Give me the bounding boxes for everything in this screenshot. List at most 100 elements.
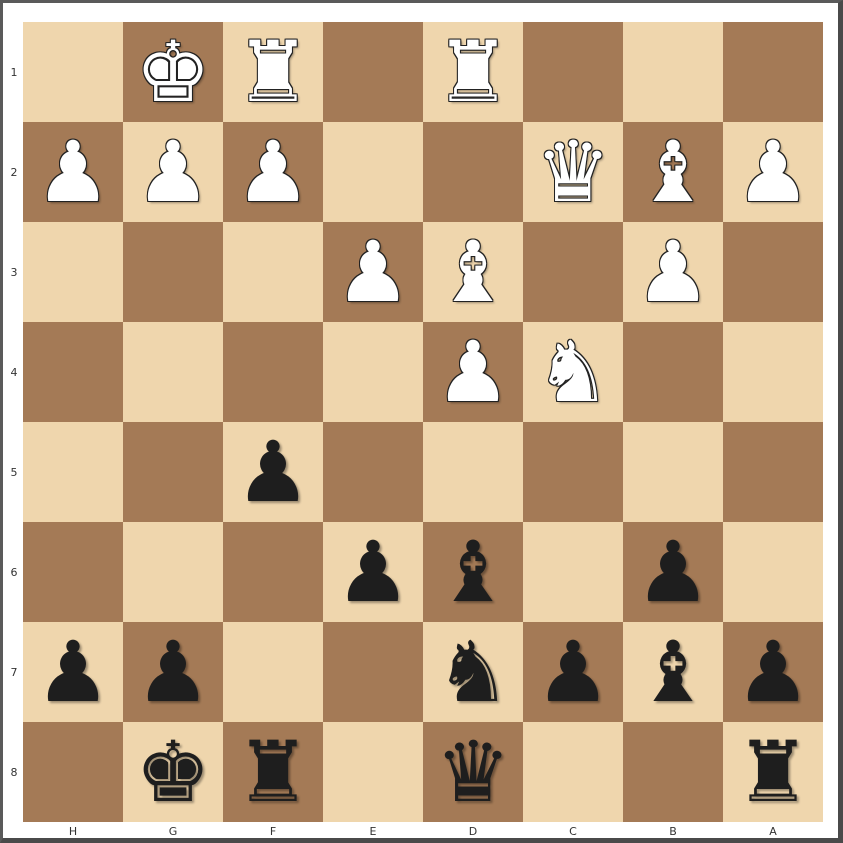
white-pawn-icon[interactable]: ♟ [135, 123, 211, 221]
black-pawn-icon[interactable]: ♟ [335, 523, 411, 621]
white-queen-icon[interactable]: ♛ [535, 123, 611, 221]
black-bishop-icon[interactable]: ♝ [635, 623, 711, 721]
black-pawn-icon[interactable]: ♟ [735, 623, 811, 721]
square-f2[interactable]: ♟ [223, 122, 323, 222]
square-c3[interactable] [523, 222, 623, 322]
square-a3[interactable] [723, 222, 823, 322]
square-e2[interactable] [323, 122, 423, 222]
square-d5[interactable] [423, 422, 523, 522]
square-h3[interactable] [23, 222, 123, 322]
square-b6[interactable]: ♟ [623, 522, 723, 622]
rank-label: 1 [10, 66, 18, 79]
square-b2[interactable]: ♝ [623, 122, 723, 222]
square-b7[interactable]: ♝ [623, 622, 723, 722]
square-a8[interactable]: ♜ [723, 722, 823, 822]
square-h5[interactable] [23, 422, 123, 522]
square-d7[interactable]: ♞ [423, 622, 523, 722]
white-king-icon[interactable]: ♚ [135, 23, 211, 121]
square-e5[interactable] [323, 422, 423, 522]
square-d2[interactable] [423, 122, 523, 222]
square-b8[interactable] [623, 722, 723, 822]
square-a4[interactable] [723, 322, 823, 422]
square-e4[interactable] [323, 322, 423, 422]
rank-label: 8 [10, 766, 18, 779]
square-g2[interactable]: ♟ [123, 122, 223, 222]
square-c6[interactable] [523, 522, 623, 622]
square-f7[interactable] [223, 622, 323, 722]
square-h2[interactable]: ♟ [23, 122, 123, 222]
black-pawn-icon[interactable]: ♟ [235, 423, 311, 521]
white-pawn-icon[interactable]: ♟ [635, 223, 711, 321]
white-bishop-icon[interactable]: ♝ [435, 223, 511, 321]
square-e7[interactable] [323, 622, 423, 722]
square-h7[interactable]: ♟ [23, 622, 123, 722]
white-pawn-icon[interactable]: ♟ [435, 323, 511, 421]
white-pawn-icon[interactable]: ♟ [335, 223, 411, 321]
square-f1[interactable]: ♜ [223, 22, 323, 122]
square-g8[interactable]: ♚ [123, 722, 223, 822]
square-a2[interactable]: ♟ [723, 122, 823, 222]
square-e3[interactable]: ♟ [323, 222, 423, 322]
square-c5[interactable] [523, 422, 623, 522]
white-rook-icon[interactable]: ♜ [435, 23, 511, 121]
square-b1[interactable] [623, 22, 723, 122]
square-g3[interactable] [123, 222, 223, 322]
chess-board: ♚♜♜♟♟♟♛♝♟♟♝♟♟♞♟♟♝♟♟♟♞♟♝♟♚♜♛♜ [23, 22, 824, 823]
square-h1[interactable] [23, 22, 123, 122]
square-g1[interactable]: ♚ [123, 22, 223, 122]
white-rook-icon[interactable]: ♜ [235, 23, 311, 121]
black-pawn-icon[interactable]: ♟ [35, 623, 111, 721]
file-label: H [68, 825, 78, 838]
square-b3[interactable]: ♟ [623, 222, 723, 322]
square-h4[interactable] [23, 322, 123, 422]
white-pawn-icon[interactable]: ♟ [235, 123, 311, 221]
square-c4[interactable]: ♞ [523, 322, 623, 422]
square-b5[interactable] [623, 422, 723, 522]
square-e6[interactable]: ♟ [323, 522, 423, 622]
square-f6[interactable] [223, 522, 323, 622]
square-e1[interactable] [323, 22, 423, 122]
square-e8[interactable] [323, 722, 423, 822]
square-b4[interactable] [623, 322, 723, 422]
square-c2[interactable]: ♛ [523, 122, 623, 222]
square-d4[interactable]: ♟ [423, 322, 523, 422]
white-knight-icon[interactable]: ♞ [535, 323, 611, 421]
black-queen-icon[interactable]: ♛ [435, 723, 511, 821]
square-g6[interactable] [123, 522, 223, 622]
white-pawn-icon[interactable]: ♟ [735, 123, 811, 221]
black-bishop-icon[interactable]: ♝ [435, 523, 511, 621]
square-d1[interactable]: ♜ [423, 22, 523, 122]
square-c8[interactable] [523, 722, 623, 822]
black-pawn-icon[interactable]: ♟ [535, 623, 611, 721]
square-a5[interactable] [723, 422, 823, 522]
black-pawn-icon[interactable]: ♟ [135, 623, 211, 721]
square-f8[interactable]: ♜ [223, 722, 323, 822]
file-label: G [168, 825, 178, 838]
square-g5[interactable] [123, 422, 223, 522]
square-a1[interactable] [723, 22, 823, 122]
square-f5[interactable]: ♟ [223, 422, 323, 522]
square-g4[interactable] [123, 322, 223, 422]
square-d3[interactable]: ♝ [423, 222, 523, 322]
square-a6[interactable] [723, 522, 823, 622]
black-king-icon[interactable]: ♚ [135, 723, 211, 821]
square-g7[interactable]: ♟ [123, 622, 223, 722]
file-label: F [269, 825, 277, 838]
square-f3[interactable] [223, 222, 323, 322]
square-h6[interactable] [23, 522, 123, 622]
white-bishop-icon[interactable]: ♝ [635, 123, 711, 221]
black-pawn-icon[interactable]: ♟ [635, 523, 711, 621]
square-d8[interactable]: ♛ [423, 722, 523, 822]
square-c1[interactable] [523, 22, 623, 122]
white-pawn-icon[interactable]: ♟ [35, 123, 111, 221]
square-d6[interactable]: ♝ [423, 522, 523, 622]
square-h8[interactable] [23, 722, 123, 822]
black-rook-icon[interactable]: ♜ [235, 723, 311, 821]
square-f4[interactable] [223, 322, 323, 422]
square-a7[interactable]: ♟ [723, 622, 823, 722]
black-rook-icon[interactable]: ♜ [735, 723, 811, 821]
file-label: C [569, 825, 577, 838]
black-knight-icon[interactable]: ♞ [435, 623, 511, 721]
square-c7[interactable]: ♟ [523, 622, 623, 722]
